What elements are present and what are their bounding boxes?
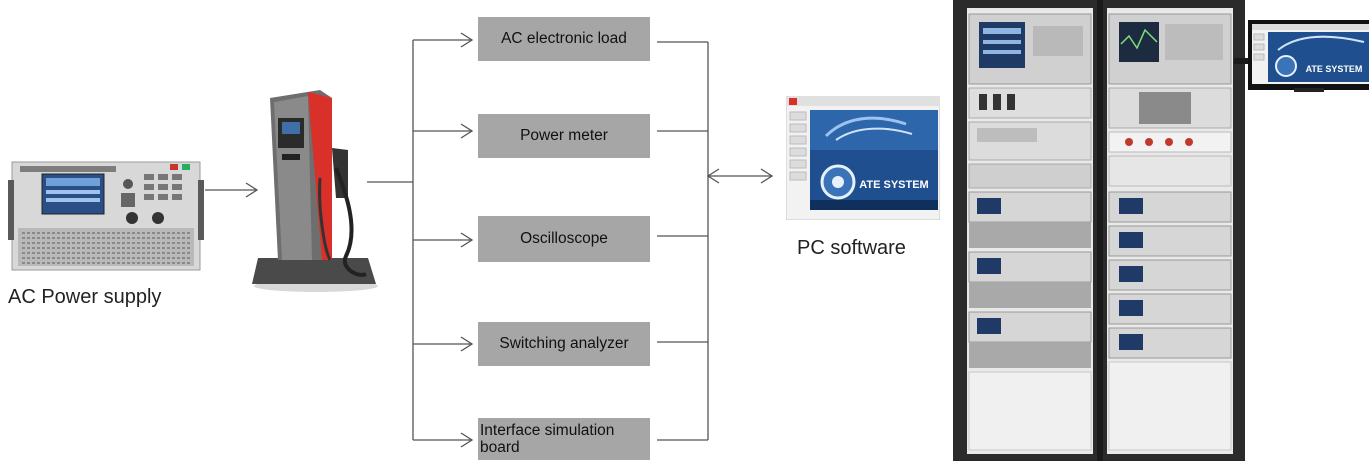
instrument-box-oscilloscope: Oscilloscope [478,216,650,262]
instrument-box-ac-electronic-load: AC electronic load [478,17,650,61]
ac-power-supply-label: AC Power supply [8,286,162,308]
ate-test-rack-icon [953,0,1245,461]
instrument-box-power-meter: Power meter [478,114,650,158]
ac-power-supply-icon [8,161,204,271]
pc-screen-text: ATE SYSTEM [859,179,928,191]
pc-software-label: PC software [797,237,906,259]
ev-charger-icon [252,90,378,292]
instrument-box-switching-analyzer: Switching analyzer [478,322,650,366]
instrument-box-interface-simulation-board: Interface simulation board [478,418,650,460]
monitor-screen-text: ATE SYSTEM [1306,64,1363,74]
monitor-icon: ATE SYSTEM [1234,20,1369,92]
pc-software-window-icon: ATE SYSTEM [786,96,940,220]
